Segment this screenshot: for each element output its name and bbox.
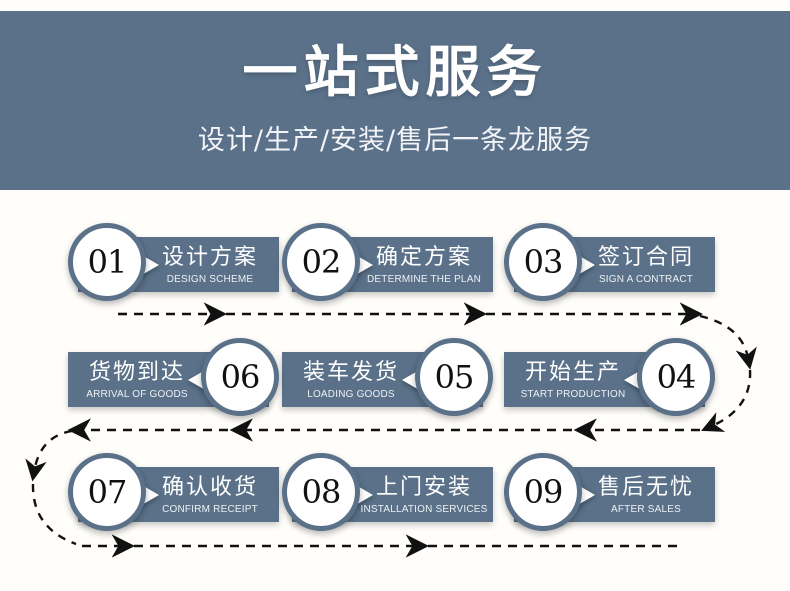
card-text: 货物到达 ARRIVAL OF GOODS bbox=[73, 354, 201, 406]
step-number-badge: 02 bbox=[282, 223, 373, 301]
step-card-01[interactable]: 01 设计方案 DESIGN SCHEME bbox=[68, 223, 279, 301]
step-title-en: LOADING GOODS bbox=[307, 388, 395, 400]
step-title-cn: 开始生产 bbox=[524, 360, 621, 386]
flow-row-1: 01 设计方案 DESIGN SCHEME 02 确定方案 DETERMINE … bbox=[0, 223, 790, 301]
step-card-04[interactable]: 04 开始生产 START PRODUCTION bbox=[504, 338, 715, 416]
step-number-badge: 04 bbox=[624, 338, 715, 416]
number-circle: 02 bbox=[282, 223, 360, 301]
number-circle: 01 bbox=[68, 223, 146, 301]
step-card-02[interactable]: 02 确定方案 DETERMINE THE PLAN bbox=[282, 223, 493, 301]
step-title-en: INSTALLATION SERVICES bbox=[360, 503, 488, 515]
step-title-cn: 装车发货 bbox=[302, 360, 399, 386]
number-circle: 09 bbox=[504, 453, 582, 531]
number-circle: 05 bbox=[415, 338, 493, 416]
step-title-en: CONFIRM RECEIPT bbox=[162, 503, 258, 515]
number-circle: 07 bbox=[68, 453, 146, 531]
page-subtitle: 设计/生产/安装/售后一条龙服务 bbox=[197, 125, 593, 157]
step-title-cn: 确定方案 bbox=[375, 245, 472, 271]
step-number-badge: 01 bbox=[68, 223, 159, 301]
step-card-03[interactable]: 03 签订合同 SIGN A CONTRACT bbox=[504, 223, 715, 301]
header-banner: 一站式服务 设计/生产/安装/售后一条龙服务 bbox=[0, 11, 790, 190]
step-title-en: SIGN A CONTRACT bbox=[598, 273, 694, 285]
flow-row-3: 07 确认收货 CONFIRM RECEIPT 08 上门安装 INSTALLA… bbox=[0, 453, 790, 531]
flow-row-2: 06 货物到达 ARRIVAL OF GOODS 05 装车发货 LOADING… bbox=[0, 338, 790, 416]
card-text: 设计方案 DESIGN SCHEME bbox=[146, 239, 274, 291]
number-circle: 08 bbox=[282, 453, 360, 531]
step-number-badge: 05 bbox=[402, 338, 493, 416]
step-number-badge: 08 bbox=[282, 453, 373, 531]
number-circle: 04 bbox=[637, 338, 715, 416]
step-title-en: DESIGN SCHEME bbox=[166, 273, 254, 285]
step-number: 05 bbox=[434, 358, 475, 396]
step-card-09[interactable]: 09 售后无忧 AFTER SALES bbox=[504, 453, 715, 531]
step-card-06[interactable]: 06 货物到达 ARRIVAL OF GOODS bbox=[68, 338, 279, 416]
process-flow: 01 设计方案 DESIGN SCHEME 02 确定方案 DETERMINE … bbox=[0, 190, 790, 591]
step-title-en: DETERMINE THE PLAN bbox=[367, 273, 481, 285]
step-number: 01 bbox=[87, 243, 128, 281]
step-title-cn: 签订合同 bbox=[597, 245, 694, 271]
step-card-08[interactable]: 08 上门安装 INSTALLATION SERVICES bbox=[282, 453, 493, 531]
step-number: 03 bbox=[523, 243, 564, 281]
step-title-cn: 上门安装 bbox=[375, 475, 472, 501]
step-number: 08 bbox=[301, 473, 342, 511]
step-number: 07 bbox=[87, 473, 128, 511]
number-circle: 06 bbox=[201, 338, 279, 416]
step-title-cn: 确认收货 bbox=[161, 475, 258, 501]
card-text: 开始生产 START PRODUCTION bbox=[509, 354, 637, 406]
step-card-05[interactable]: 05 装车发货 LOADING GOODS bbox=[282, 338, 493, 416]
step-number-badge: 09 bbox=[504, 453, 595, 531]
step-title-cn: 设计方案 bbox=[161, 245, 258, 271]
step-number: 09 bbox=[523, 473, 564, 511]
card-text: 上门安装 INSTALLATION SERVICES bbox=[360, 469, 488, 521]
step-number: 06 bbox=[220, 358, 261, 396]
card-text: 售后无忧 AFTER SALES bbox=[582, 469, 710, 521]
page-title: 一站式服务 bbox=[242, 39, 548, 104]
number-circle: 03 bbox=[504, 223, 582, 301]
step-number: 04 bbox=[656, 358, 697, 396]
step-number-badge: 03 bbox=[504, 223, 595, 301]
step-title-cn: 货物到达 bbox=[88, 360, 185, 386]
step-number: 02 bbox=[301, 243, 342, 281]
step-number-badge: 07 bbox=[68, 453, 159, 531]
step-title-en: AFTER SALES bbox=[611, 503, 681, 515]
card-text: 签订合同 SIGN A CONTRACT bbox=[582, 239, 710, 291]
card-text: 确定方案 DETERMINE THE PLAN bbox=[360, 239, 488, 291]
step-title-cn: 售后无忧 bbox=[597, 475, 694, 501]
card-text: 装车发货 LOADING GOODS bbox=[287, 354, 415, 406]
step-title-en: ARRIVAL OF GOODS bbox=[86, 388, 188, 400]
card-text: 确认收货 CONFIRM RECEIPT bbox=[146, 469, 274, 521]
step-number-badge: 06 bbox=[188, 338, 279, 416]
step-title-en: START PRODUCTION bbox=[520, 388, 626, 400]
step-card-07[interactable]: 07 确认收货 CONFIRM RECEIPT bbox=[68, 453, 279, 531]
